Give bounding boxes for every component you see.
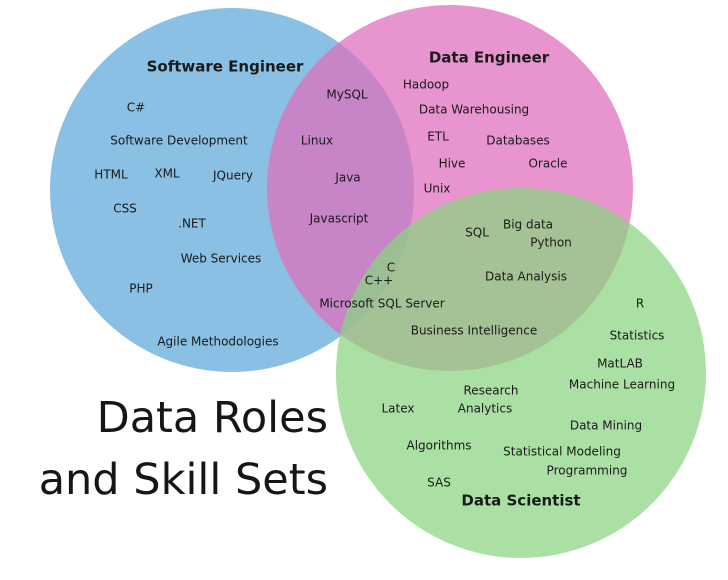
- overlap-skill-label: C++: [365, 274, 394, 288]
- skill-label: Analytics: [458, 402, 513, 416]
- skill-label: SAS: [427, 476, 451, 490]
- overlap-skill-label: Big data: [503, 218, 553, 232]
- circles-layer: [50, 5, 706, 558]
- skill-label: Software Development: [110, 134, 248, 148]
- overlap-skill-label: Business Intelligence: [411, 324, 538, 338]
- overlap-skill-label: Data Analysis: [485, 270, 567, 284]
- heading-line-2: and Skill Sets: [38, 455, 328, 505]
- skill-label: CSS: [113, 202, 137, 216]
- skill-label: JQuery: [212, 169, 253, 183]
- skill-label: Agile Methodologies: [157, 335, 278, 349]
- skill-label: .NET: [178, 217, 206, 231]
- skill-label: R: [636, 297, 644, 311]
- skill-label: Research: [463, 384, 518, 398]
- skill-label: Algorithms: [406, 439, 471, 453]
- skill-label: Web Services: [181, 252, 262, 266]
- skill-label: C#: [127, 101, 145, 115]
- skill-label: Data Mining: [570, 419, 642, 433]
- data-scientist-circle: [336, 188, 706, 558]
- skill-label: Databases: [486, 134, 550, 148]
- skill-label: PHP: [129, 282, 153, 296]
- skill-label: Hadoop: [403, 78, 449, 92]
- skill-label: Data Warehousing: [419, 103, 529, 117]
- software-engineer-title: Software Engineer: [147, 58, 304, 76]
- overlap-skill-label: Javascript: [309, 212, 369, 226]
- data-scientist-title: Data Scientist: [461, 492, 580, 510]
- skill-label: XML: [154, 167, 180, 181]
- overlap-skill-label: Python: [530, 236, 572, 250]
- overlap-skill-label: SQL: [465, 226, 489, 240]
- skill-label: Hive: [439, 157, 466, 171]
- skill-label: HTML: [94, 168, 128, 182]
- skill-label: ETL: [427, 130, 449, 144]
- data-engineer-title: Data Engineer: [429, 49, 550, 67]
- heading-line-1: Data Roles: [96, 393, 328, 443]
- skill-label: Statistics: [610, 329, 665, 343]
- skill-label: Machine Learning: [569, 378, 675, 392]
- skill-label: Latex: [381, 402, 414, 416]
- skill-label: Unix: [424, 182, 451, 196]
- overlap-skill-label: Microsoft SQL Server: [319, 297, 444, 311]
- skill-label: MatLAB: [597, 357, 643, 371]
- skill-label: Programming: [547, 464, 628, 478]
- overlap-skill-label: Java: [334, 171, 360, 185]
- overlap-skill-label: C: [387, 261, 395, 275]
- overlap-skill-label: MySQL: [326, 88, 368, 102]
- overlap-skill-label: Linux: [301, 134, 333, 148]
- skill-label: Statistical Modeling: [503, 445, 621, 459]
- skill-label: Oracle: [528, 157, 567, 171]
